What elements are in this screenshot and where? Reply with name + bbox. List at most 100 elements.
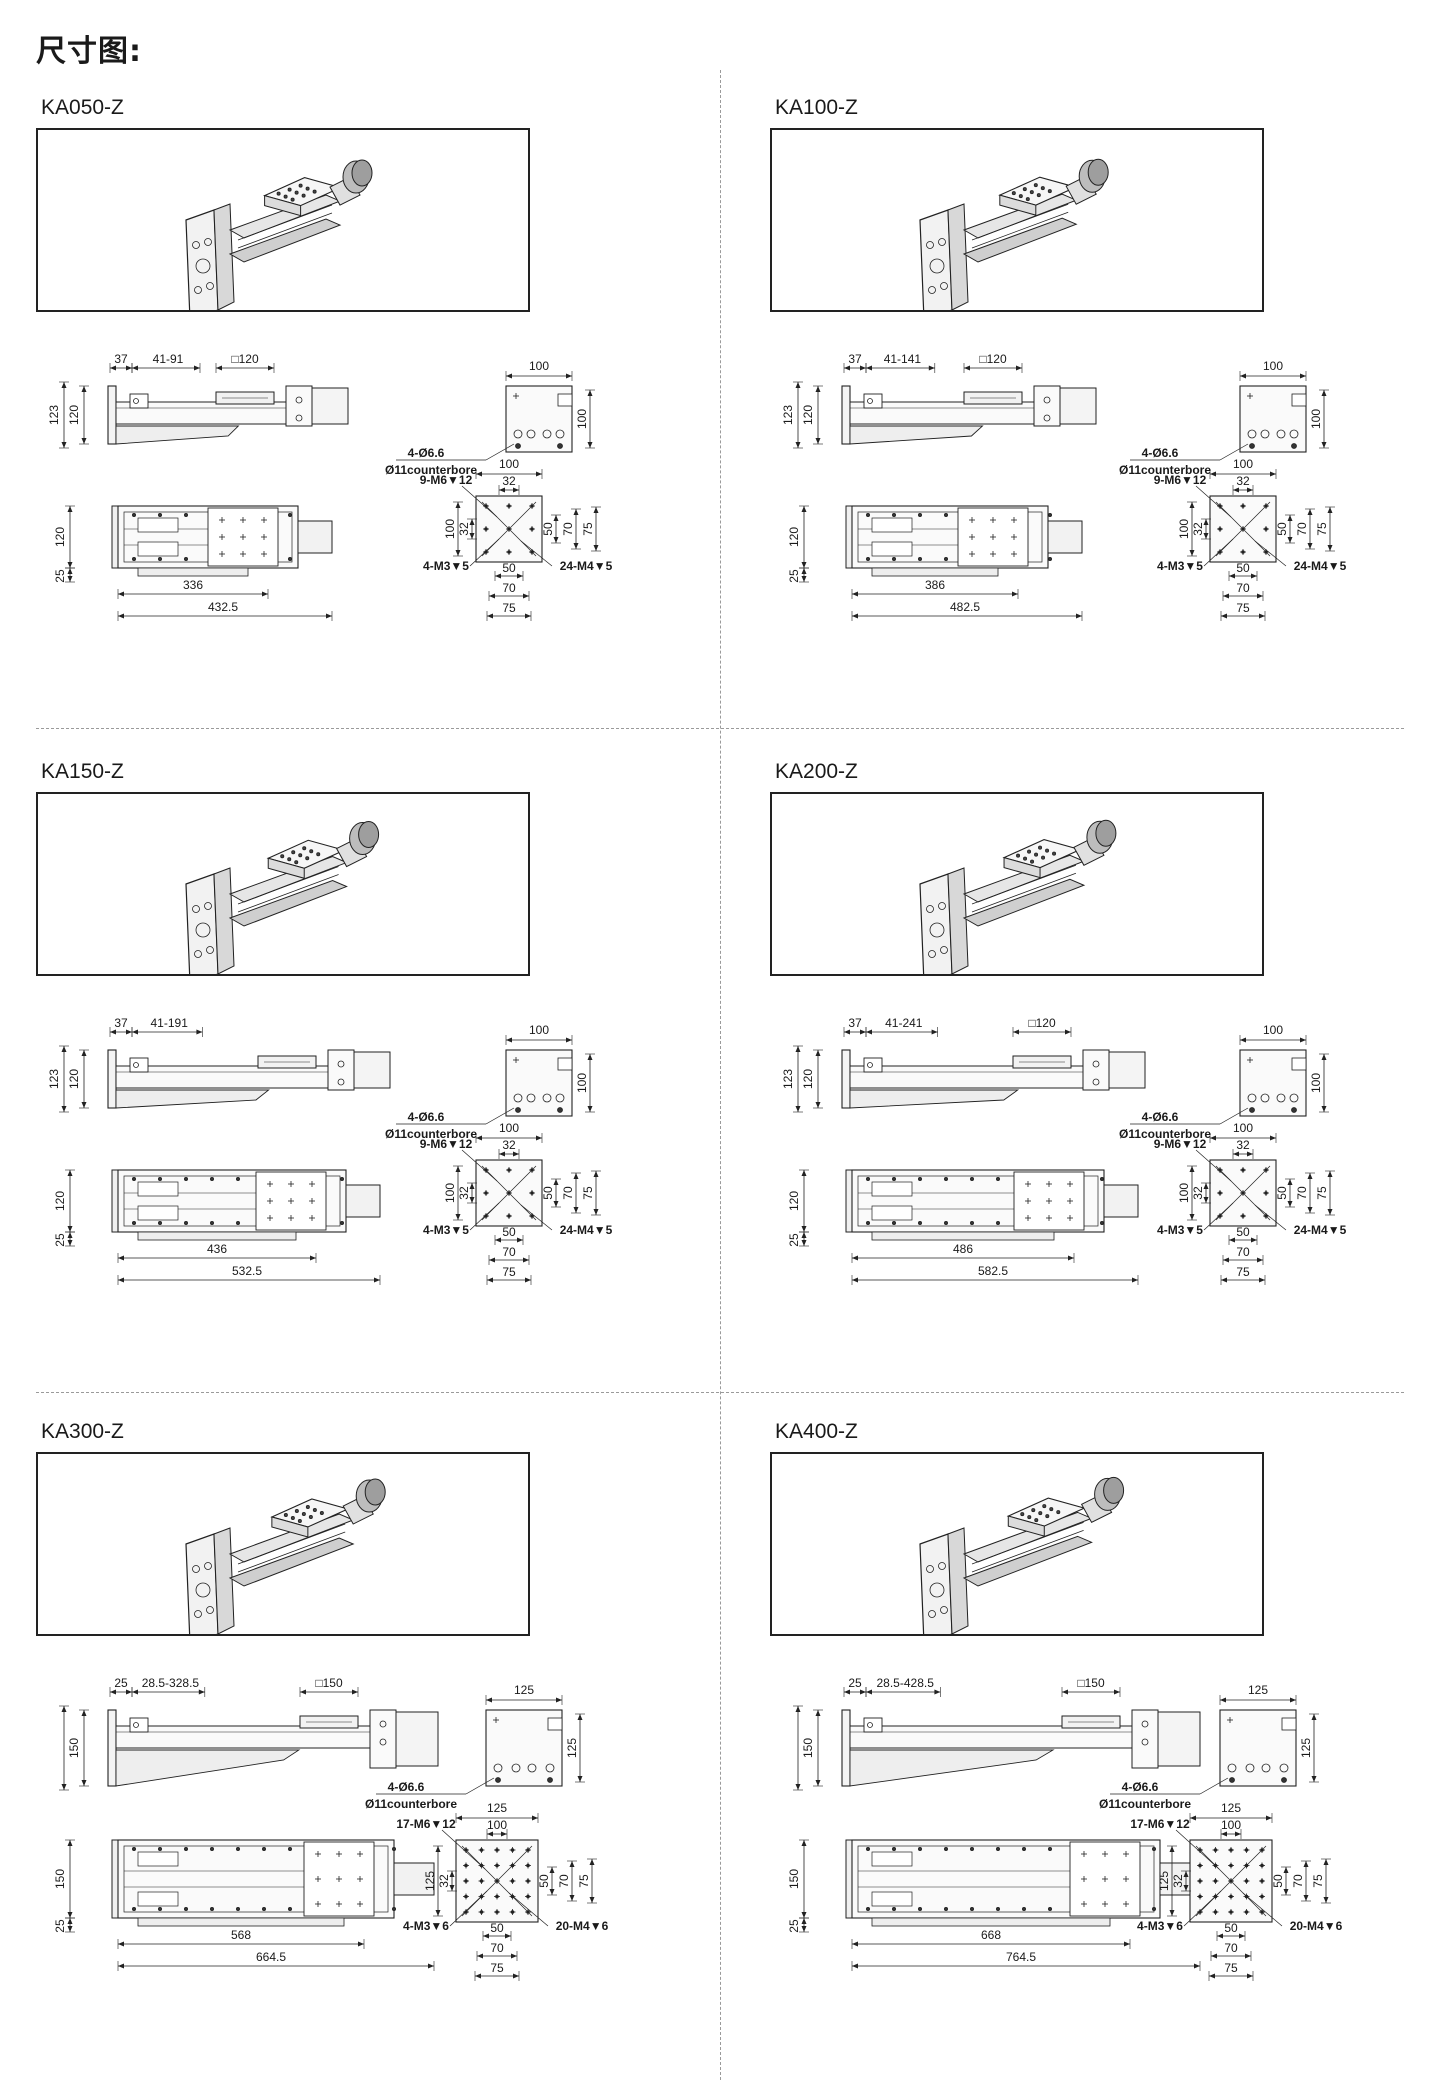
carriage-pattern-drawing — [1187, 469, 1335, 621]
side-view-drawing — [59, 363, 349, 449]
dim-right-2: 70 — [1295, 1186, 1309, 1200]
bottom-holes-label: 4-M3▼6 — [1137, 1919, 1183, 1933]
dim-bottom-2: 70 — [502, 581, 516, 595]
dim-bottom-2: 70 — [1224, 1941, 1238, 1955]
dim-end-height: 100 — [1309, 1073, 1323, 1093]
dim-carriage-side-inner: 32 — [457, 1186, 471, 1200]
dim-carriage-width: 125 — [487, 1801, 507, 1815]
dim-end-width: 125 — [1248, 1683, 1268, 1697]
top-holes-label: 9-M6▼12 — [1154, 473, 1207, 487]
dim-bottom-3: 75 — [1236, 601, 1250, 615]
dim-carriage-side: 125 — [423, 1871, 437, 1891]
product-image-frame — [770, 792, 1264, 976]
dim-carriage-side: 100 — [443, 1183, 457, 1203]
plan-view-drawing — [65, 1169, 381, 1285]
dim-plan-height: 120 — [787, 1191, 801, 1211]
end-holes-label: 4-Ø6.6 — [1122, 1780, 1159, 1794]
bottom-holes-label: 4-M3▼5 — [423, 1223, 469, 1237]
model-label: KA200-Z — [775, 760, 858, 783]
side-view-drawing — [59, 1027, 391, 1113]
top-holes-label: 9-M6▼12 — [420, 1137, 473, 1151]
product-image-frame — [770, 1452, 1264, 1636]
side-holes-label: 20-M4▼6 — [556, 1919, 609, 1933]
product-image — [185, 1478, 386, 1634]
carriage-pattern-drawing — [453, 1133, 601, 1285]
end-counterbore-label: Ø11counterbore — [1099, 1797, 1191, 1811]
dim-offset: 37 — [848, 1016, 862, 1030]
dim-carriage-side-inner: 32 — [1191, 1186, 1205, 1200]
dim-right-3: 75 — [581, 1186, 595, 1200]
dim-motor-square: □150 — [1077, 1676, 1105, 1690]
dim-end-height: 125 — [1299, 1738, 1313, 1758]
dim-height: 150 — [67, 1738, 81, 1758]
dim-height: 150 — [801, 1738, 815, 1758]
dim-height: 120 — [67, 405, 81, 425]
product-image-frame — [36, 1452, 530, 1636]
dim-carriage-inner: 32 — [1236, 474, 1250, 488]
dim-base: 25 — [787, 1919, 801, 1933]
dim-stroke: 41-191 — [151, 1016, 189, 1030]
dim-plan-height: 120 — [53, 527, 67, 547]
stage-isometric-icon — [185, 821, 380, 974]
vertical-divider — [720, 70, 721, 2080]
carriage-pattern-drawing — [453, 469, 601, 621]
end-view-drawing — [1130, 1035, 1329, 1125]
dim-right-3: 75 — [1315, 522, 1329, 536]
plan-view-drawing — [799, 1169, 1139, 1285]
dim-plan-height: 120 — [787, 527, 801, 547]
horizontal-divider-2 — [36, 1392, 1404, 1393]
bottom-holes-label: 4-M3▼5 — [1157, 1223, 1203, 1237]
dim-right-2: 70 — [561, 1186, 575, 1200]
dim-plan-height: 150 — [787, 1869, 801, 1889]
dim-total-length: 482.5 — [950, 600, 980, 614]
plan-view-drawing — [65, 505, 333, 621]
end-counterbore-label: Ø11counterbore — [385, 1127, 477, 1141]
dim-right-1: 50 — [537, 1874, 551, 1888]
dim-offset: 25 — [848, 1676, 862, 1690]
dim-bottom-3: 75 — [502, 601, 516, 615]
dim-total-height: 123 — [47, 405, 61, 425]
dim-right-3: 75 — [581, 522, 595, 536]
page-title: 尺寸图: — [36, 34, 142, 69]
dim-length: 336 — [183, 578, 203, 592]
dim-carriage-inner: 100 — [487, 1818, 507, 1832]
dim-bottom-3: 75 — [1236, 1265, 1250, 1279]
dim-bottom-2: 70 — [1236, 1245, 1250, 1259]
side-holes-label: 24-M4▼5 — [1294, 559, 1347, 573]
dim-end-height: 125 — [565, 1738, 579, 1758]
dim-carriage-inner: 32 — [1236, 1138, 1250, 1152]
top-holes-label: 9-M6▼12 — [1154, 1137, 1207, 1151]
dim-carriage-side-inner: 32 — [437, 1874, 451, 1888]
dim-stroke: 41-241 — [885, 1016, 923, 1030]
top-holes-label: 9-M6▼12 — [420, 473, 473, 487]
dim-carriage-width: 100 — [1233, 457, 1253, 471]
dim-total-length: 532.5 — [232, 1264, 262, 1278]
dim-carriage-side: 100 — [443, 519, 457, 539]
bottom-holes-label: 4-M3▼5 — [1157, 559, 1203, 573]
end-holes-label: 4-Ø6.6 — [1142, 1110, 1179, 1124]
dim-carriage-side-inner: 32 — [1171, 1874, 1185, 1888]
dim-carriage-inner: 32 — [502, 474, 516, 488]
side-holes-label: 20-M4▼6 — [1290, 1919, 1343, 1933]
dim-end-width: 125 — [514, 1683, 534, 1697]
dim-right-1: 50 — [541, 1186, 555, 1200]
dim-plan-height: 120 — [53, 1191, 67, 1211]
carriage-pattern-drawing — [1167, 1813, 1331, 1981]
dim-end-height: 100 — [575, 409, 589, 429]
dim-bottom-1: 50 — [1224, 1921, 1238, 1935]
dim-total-length: 664.5 — [256, 1950, 286, 1964]
end-holes-label: 4-Ø6.6 — [408, 446, 445, 460]
stage-isometric-icon — [919, 819, 1117, 974]
dim-carriage-inner: 100 — [1221, 1818, 1241, 1832]
side-holes-label: 24-M4▼5 — [560, 1223, 613, 1237]
product-image — [185, 159, 373, 310]
top-holes-label: 17-M6▼12 — [396, 1817, 456, 1831]
product-image-frame — [36, 792, 530, 976]
end-view-drawing — [396, 1035, 595, 1125]
dim-end-width: 100 — [1263, 359, 1283, 373]
side-view-drawing — [793, 363, 1097, 449]
bottom-holes-label: 4-M3▼5 — [423, 559, 469, 573]
